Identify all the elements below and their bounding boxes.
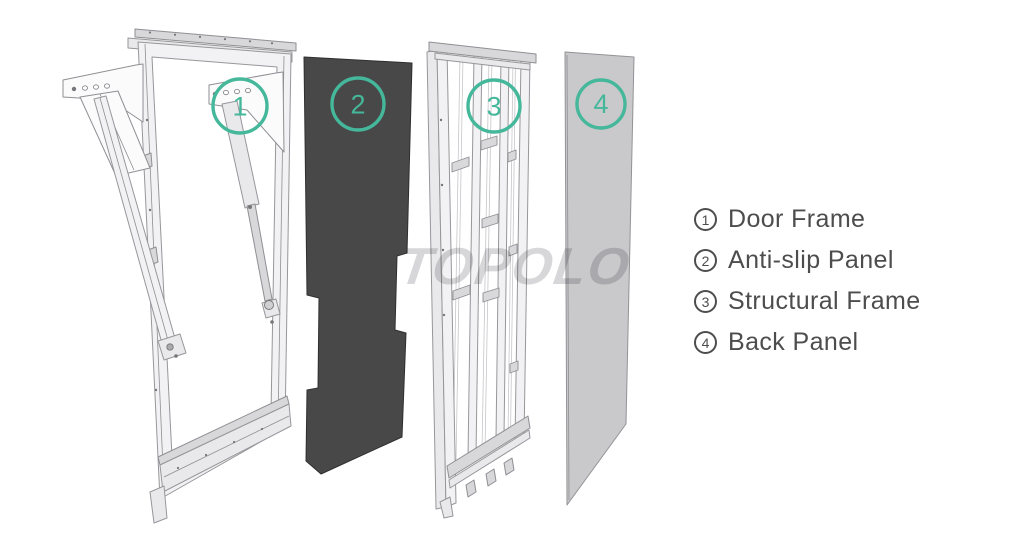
legend-item-anti-slip-panel: 2 Anti-slip Panel — [694, 246, 921, 275]
legend-item-label: Door Frame — [728, 205, 866, 233]
part-door-frame — [62, 28, 297, 524]
legend-item-door-frame: 1 Door Frame — [694, 205, 921, 234]
part-back-panel — [564, 51, 635, 506]
part-marker-1: 1 — [211, 77, 269, 135]
marker-number: 3 — [486, 92, 501, 122]
legend-number-icon: 3 — [694, 290, 717, 313]
legend-item-label: Structural Frame — [728, 287, 921, 315]
marker-circle-icon — [211, 77, 269, 135]
marker-circle-icon — [330, 76, 386, 132]
marker-number: 4 — [593, 89, 608, 119]
part-anti-slip-panel — [303, 56, 413, 475]
legend-item-back-panel: 4 Back Panel — [694, 328, 921, 357]
part-marker-4: 4 — [575, 78, 627, 130]
part-marker-3: 3 — [466, 78, 522, 134]
legend-number-icon: 1 — [694, 208, 717, 231]
marker-number: 1 — [232, 92, 247, 122]
legend-item-label: Anti-slip Panel — [728, 246, 894, 274]
legend-item-label: Back Panel — [728, 328, 859, 356]
legend-number-icon: 4 — [694, 331, 717, 354]
part-structural-frame — [426, 41, 537, 519]
part-marker-2: 2 — [330, 76, 386, 132]
marker-number: 2 — [350, 90, 365, 120]
marker-circle-icon — [466, 78, 522, 134]
legend: 1 Door Frame 2 Anti-slip Panel 3 Structu… — [694, 205, 921, 357]
legend-item-structural-frame: 3 Structural Frame — [694, 287, 921, 316]
marker-circle-icon — [575, 78, 627, 130]
legend-number-icon: 2 — [694, 249, 717, 272]
